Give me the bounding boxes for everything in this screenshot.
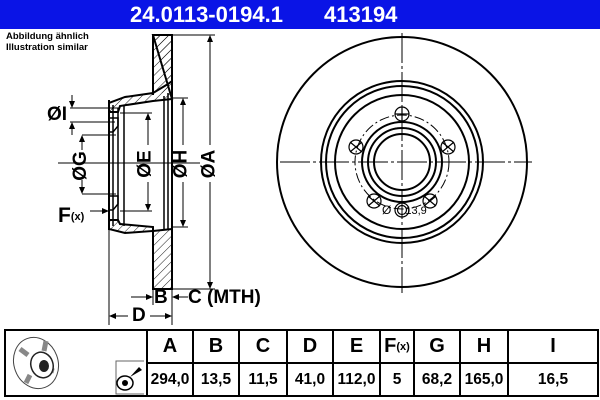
dim-label-i: ØI — [47, 104, 68, 125]
front-view — [276, 33, 532, 293]
value-c: 11,5 — [238, 362, 288, 397]
dim-label-c: C (MTH) — [188, 287, 261, 308]
value-f: 5 — [379, 362, 415, 397]
spec-table: A B C D E F(x) G H I 294,0 13,5 11,5 41,… — [4, 329, 599, 397]
technical-drawing — [58, 33, 532, 325]
value-d: 41,0 — [286, 362, 334, 397]
article-code: 413194 — [324, 2, 398, 27]
dim-label-f: F(x) — [58, 204, 84, 228]
side-section-view — [58, 34, 215, 325]
note-english: Illustration similar — [6, 42, 88, 53]
bolt-holes — [348, 106, 456, 218]
header-d: D — [286, 329, 334, 364]
dim-label-h: ØH — [170, 149, 192, 179]
product-image-cell — [4, 329, 148, 397]
value-e: 112,0 — [332, 362, 381, 397]
note-german: Abbildung ähnlich — [6, 31, 89, 42]
dim-label-a: ØA — [198, 149, 220, 179]
header-b: B — [192, 329, 240, 364]
spec-header-row: A B C D E F(x) G H I — [4, 329, 599, 397]
disc-thumbnail-icon — [12, 336, 144, 395]
value-h: 165,0 — [459, 362, 509, 397]
dim-label-b: B — [154, 287, 168, 308]
header-a: A — [146, 329, 194, 364]
header-e: E — [332, 329, 381, 364]
dim-label-g: ØG — [69, 151, 91, 181]
dim-label-f-text: F — [58, 204, 71, 227]
header-f-sub: (x) — [396, 341, 410, 353]
illustration-note: Abbildung ähnlich Illustration similar — [6, 31, 89, 53]
value-g: 68,2 — [413, 362, 461, 397]
dim-label-e: ØE — [134, 150, 156, 178]
header-f-text: F — [384, 335, 397, 357]
value-i: 16,5 — [507, 362, 599, 397]
spec-value-row: 294,0 13,5 11,5 41,0 112,0 5 68,2 165,0 … — [5, 362, 599, 397]
part-number: 24.0113-0194.1 — [130, 2, 283, 27]
value-b: 13,5 — [192, 362, 240, 397]
title-bar: 24.0113-0194.1 413194 — [0, 0, 600, 29]
dim-label-d: D — [132, 305, 146, 326]
header-i: I — [507, 329, 599, 364]
header-f: F(x) — [379, 329, 415, 364]
dim-label-f-sub: (x) — [70, 211, 85, 223]
value-a: 294,0 — [146, 362, 194, 397]
header-g: G — [413, 329, 461, 364]
header-c: C — [238, 329, 288, 364]
header-h: H — [459, 329, 509, 364]
